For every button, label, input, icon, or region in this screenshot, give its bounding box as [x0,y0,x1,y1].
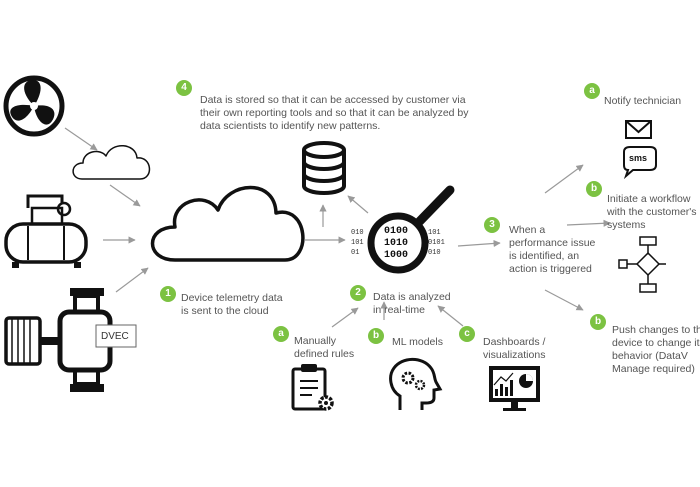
step-4-badge: 4 [176,80,192,96]
fan-icon [3,75,65,137]
small-cloud-icon [72,145,151,180]
ml-badge: b [368,328,384,344]
arrow-dash-to-analysis [437,305,464,327]
sms-label: sms [629,153,648,163]
notify-text: Notify technician [604,95,682,107]
arrow-rules-to-analysis [331,307,359,328]
arrow-smallcloud-to-cloud [109,184,141,207]
arrow-magnifier-to-step3 [457,239,501,248]
clipboard-gear-icon [291,364,334,411]
database-icon [302,141,346,195]
step-1-badge: 1 [160,286,176,302]
arrow-step3-to-notify [544,164,584,194]
dashboard-monitor-icon [489,366,540,411]
workflow-badge: b [586,181,602,197]
arrow-pump-to-cloud [115,267,149,293]
ml-text: ML models [392,336,443,348]
dashboards-text: Dashboards /visualizations [483,336,546,361]
device-label: DVEC [101,331,129,342]
step-4-text: Data is stored so that it can be accesse… [200,94,469,132]
step-3-badge: 3 [484,217,500,233]
head-gears-icon [389,357,443,410]
notify-badge: a [584,83,600,99]
dashboards-badge: c [459,326,475,342]
arrow-step3-to-workflow [566,219,611,227]
envelope-icon [625,120,652,139]
rules-badge: a [273,326,289,342]
flowchart-icon [618,236,666,293]
step-2-badge: 2 [350,285,366,301]
cloud-icon [150,185,305,262]
compressor-icon [4,194,88,268]
pump-motor-icon [4,288,137,392]
push-badge: b [590,314,606,330]
arrow-step3-to-push [544,289,584,311]
magnifier-icon [367,185,455,274]
arrow-magnifier-to-db [347,195,369,214]
sms-bubble-icon [623,146,657,180]
arrow-fan-to-cloud [64,127,98,151]
arrows [64,127,611,328]
